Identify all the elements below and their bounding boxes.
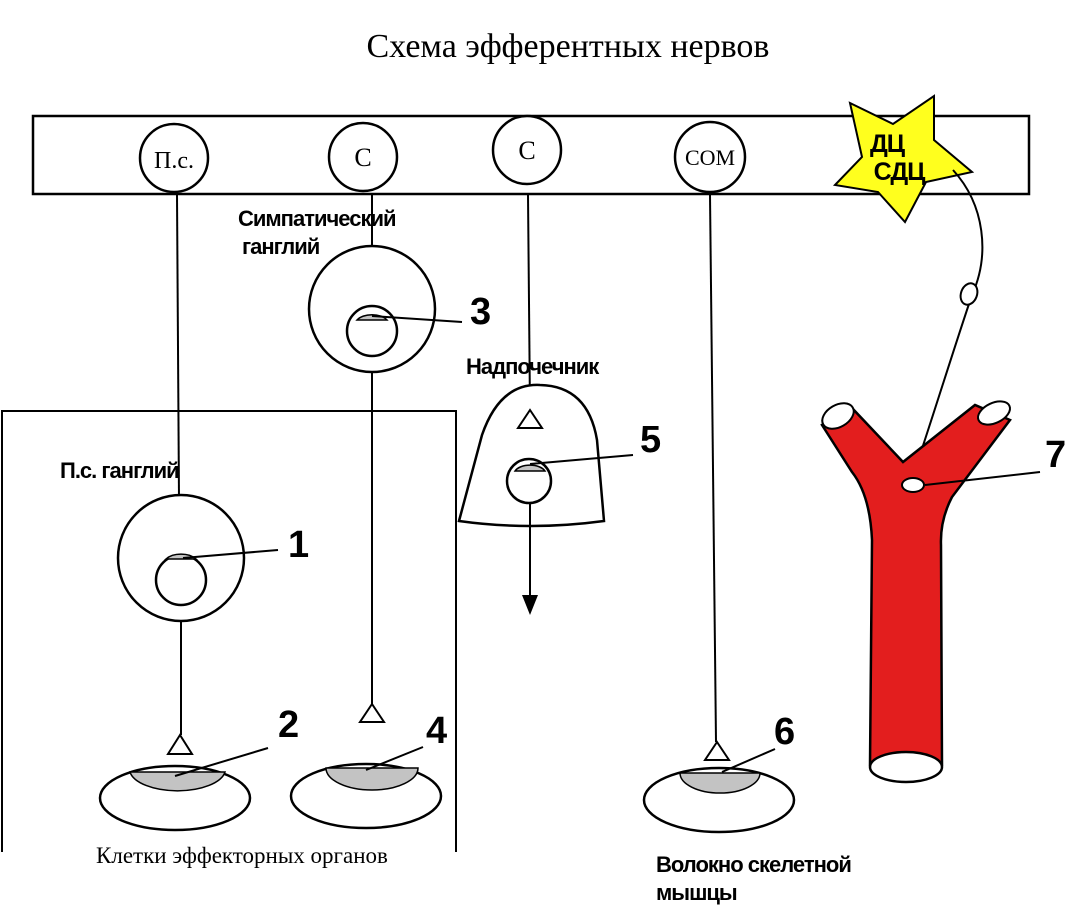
label-skeletal-fiber-line2: мышцы <box>656 880 737 905</box>
pointer-1 <box>182 549 279 559</box>
blood-vessel <box>820 403 1012 767</box>
star-label-line2: СДЦ <box>874 158 927 186</box>
vasomotor-center-star <box>832 94 975 224</box>
somatic-synapse-triangle <box>703 740 731 761</box>
receptor-7 <box>901 477 925 493</box>
center-s2-circle <box>491 114 563 186</box>
adrenal-gland <box>457 383 606 528</box>
vessel-opening-bottom <box>868 750 944 784</box>
center-ps-circle <box>138 122 210 194</box>
pointer-6 <box>721 748 776 773</box>
s-effector-synapse-triangle <box>358 702 386 723</box>
center-s1-circle <box>327 121 399 193</box>
number-4: 4 <box>426 710 447 752</box>
receptor-5 <box>513 464 547 472</box>
label-effector-cells: Клетки эффекторных органов <box>96 843 388 868</box>
pointer-7 <box>924 471 1041 486</box>
number-1: 1 <box>288 524 309 566</box>
star-label-line1: ДЦ <box>870 130 906 158</box>
receptor-4 <box>325 767 419 791</box>
effector-organs-frame <box>1 410 457 852</box>
fiber-node <box>959 282 979 306</box>
adrenal-output-arrowhead <box>522 595 538 615</box>
ps-preganglionic-fiber <box>176 194 180 501</box>
ps-effector-synapse-triangle <box>166 733 194 755</box>
ps-ganglion-inner <box>154 553 208 607</box>
label-adrenal: Надпочечник <box>466 354 600 379</box>
center-s1-label: С <box>354 143 371 172</box>
number-7: 7 <box>1045 434 1066 476</box>
center-ps-label: П.с. <box>154 148 194 174</box>
label-sympathetic-ganglion-line1: Симпатический <box>238 206 396 231</box>
vessel-opening-left <box>821 402 855 430</box>
pointer-5 <box>529 454 634 465</box>
label-ps-ganglion: П.с. ганглий <box>60 458 179 483</box>
skeletal-muscle-fiber-cell <box>642 766 796 834</box>
center-som-label: СОМ <box>685 145 735 170</box>
center-som-circle <box>673 120 747 194</box>
number-5: 5 <box>640 419 661 461</box>
pointer-3 <box>371 315 463 323</box>
label-sympathetic-ganglion-line2: ганглий <box>242 234 319 259</box>
pointer-4 <box>365 746 424 771</box>
center-s2-label: С <box>518 136 535 165</box>
number-6: 6 <box>774 711 795 753</box>
pointer-2 <box>174 747 269 777</box>
label-skeletal-fiber-line1: Волокно скелетной <box>656 852 851 877</box>
receptor-2 <box>128 771 227 792</box>
adrenal-preganglionic-fiber <box>527 194 531 411</box>
s-ganglion-inner <box>345 304 399 358</box>
adrenal-synapse-triangle <box>516 408 544 429</box>
number-3: 3 <box>470 291 491 333</box>
vessel-opening-right <box>977 400 1011 426</box>
somatic-fiber <box>709 194 717 743</box>
receptor-6 <box>679 772 761 794</box>
number-2: 2 <box>278 704 299 746</box>
diagram-title: Схема эфферентных нервов <box>367 28 770 65</box>
